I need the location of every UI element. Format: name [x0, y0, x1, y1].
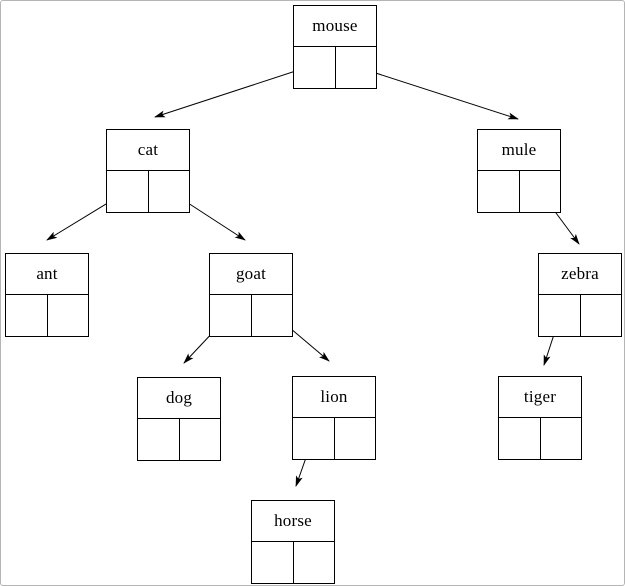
node-zebra: zebra — [538, 253, 622, 337]
pointer-cells — [252, 542, 334, 583]
pointer-cells — [539, 295, 621, 336]
pointer-cell-left — [138, 419, 180, 460]
node-label: cat — [107, 130, 189, 171]
pointer-cells — [6, 295, 88, 336]
pointer-cell-left — [6, 295, 48, 336]
pointer-cells — [210, 295, 292, 336]
node-dog: dog — [137, 377, 221, 461]
pointer-cells — [478, 171, 560, 212]
node-label: tiger — [499, 377, 581, 418]
pointer-cell-right — [149, 171, 190, 212]
pointer-cell-right — [335, 418, 376, 459]
node-label: mule — [478, 130, 560, 171]
pointer-cell-right — [520, 171, 561, 212]
pointer-cells — [294, 47, 376, 88]
node-label: mouse — [294, 6, 376, 47]
pointer-cell-right — [48, 295, 89, 336]
pointer-cell-right — [252, 295, 293, 336]
pointer-cell-left — [252, 542, 294, 583]
pointer-cells — [293, 418, 375, 459]
node-label: ant — [6, 254, 88, 295]
pointer-cell-right — [294, 542, 335, 583]
pointer-cell-left — [107, 171, 149, 212]
node-cat: cat — [106, 129, 190, 213]
pointer-cell-right — [541, 418, 582, 459]
pointer-cell-left — [539, 295, 581, 336]
node-label: horse — [252, 501, 334, 542]
node-mule: mule — [477, 129, 561, 213]
node-label: lion — [293, 377, 375, 418]
edge-mouse-right-mule — [353, 65, 519, 120]
node-tiger: tiger — [498, 376, 582, 460]
node-label: goat — [210, 254, 292, 295]
node-horse: horse — [251, 500, 335, 584]
pointer-cell-right — [336, 47, 377, 88]
pointer-cell-left — [478, 171, 520, 212]
pointer-cell-left — [293, 418, 335, 459]
node-lion: lion — [292, 376, 376, 460]
pointer-cell-left — [499, 418, 541, 459]
pointer-cells — [138, 419, 220, 460]
node-ant: ant — [5, 253, 89, 337]
pointer-cells — [499, 418, 581, 459]
pointer-cell-left — [210, 295, 252, 336]
node-label: dog — [138, 378, 220, 419]
node-label: zebra — [539, 254, 621, 295]
pointer-cell-left — [294, 47, 336, 88]
node-goat: goat — [209, 253, 293, 337]
pointer-cell-right — [581, 295, 622, 336]
pointer-cells — [107, 171, 189, 212]
node-mouse: mouse — [293, 5, 377, 89]
pointer-cell-right — [180, 419, 221, 460]
edge-mouse-left-cat — [154, 64, 315, 118]
